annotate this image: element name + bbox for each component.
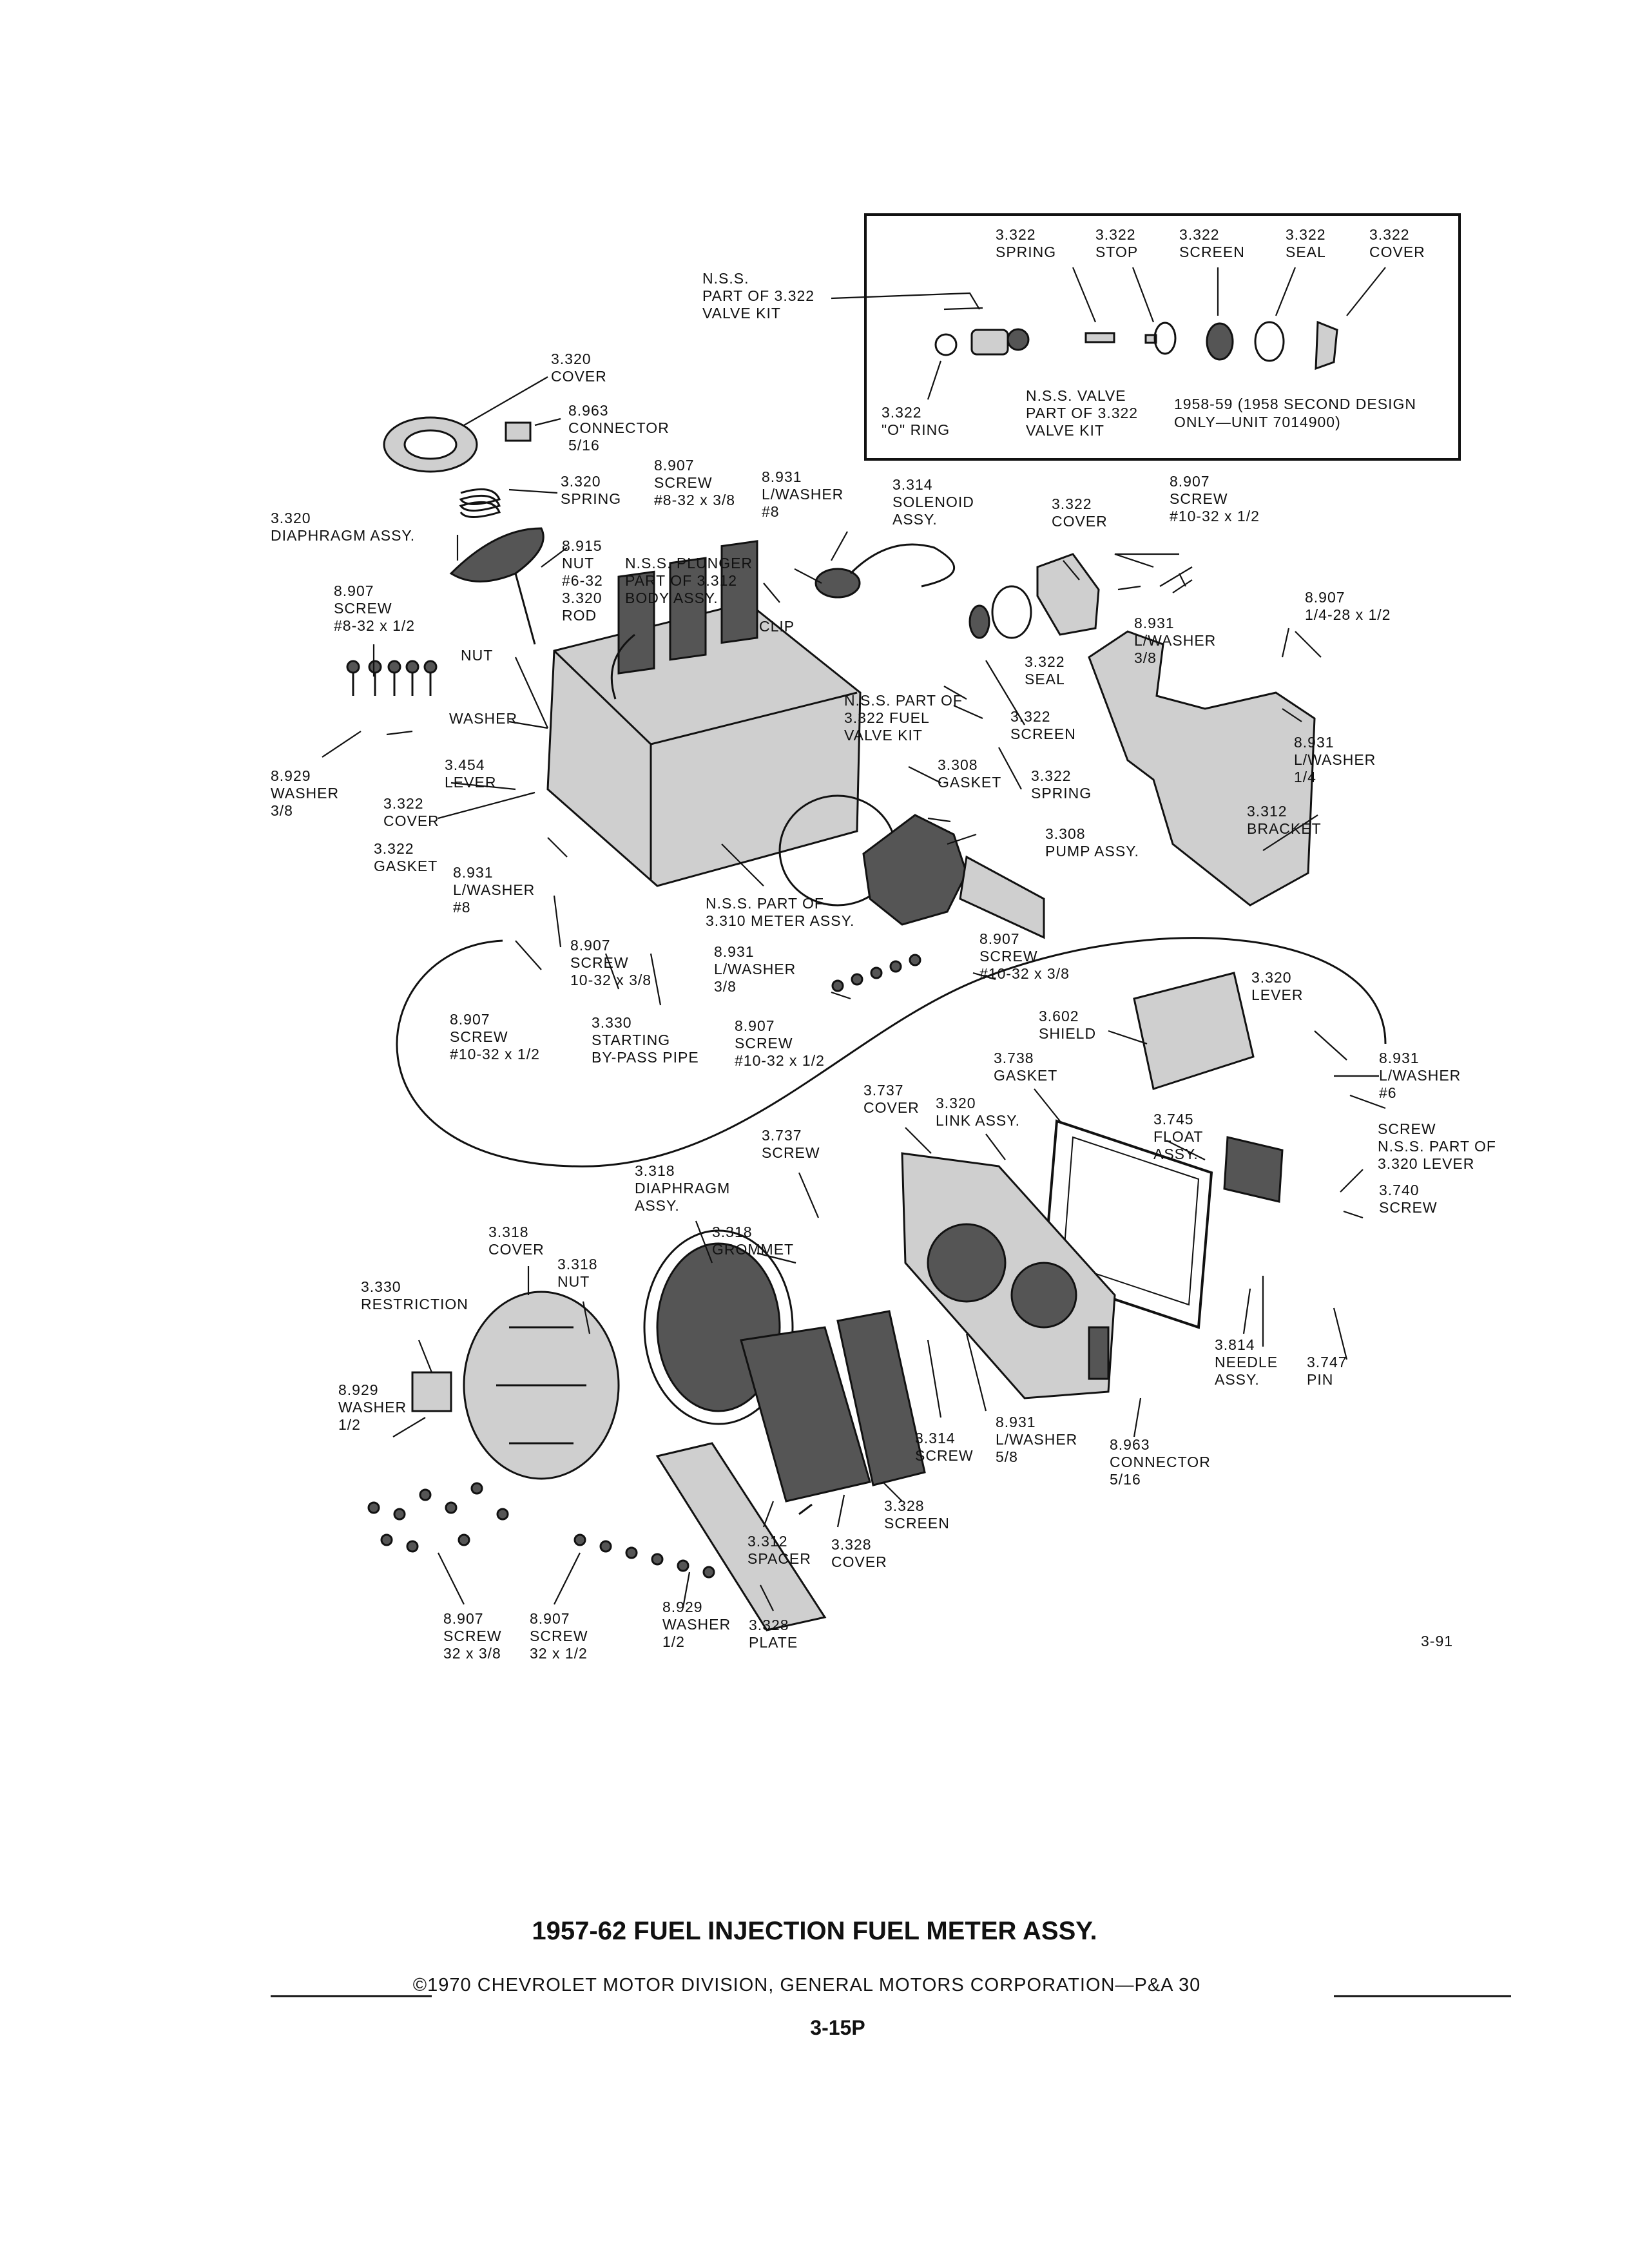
leader-lines (322, 267, 1386, 1611)
callout-c24: NUT (461, 647, 493, 664)
page-code: 3-15P (810, 2016, 865, 2039)
callout-c25: WASHER (449, 710, 517, 727)
page-title: 1957-62 FUEL INJECTION FUEL METER ASSY. (532, 1917, 1097, 1945)
callout-c07: 3.322"O" RING (882, 404, 950, 438)
inset-note: 1958-59 (1958 SECOND DESIGN ONLY—UNIT 70… (1174, 396, 1421, 430)
copyright-line: ©1970 CHEVROLET MOTOR DIVISION, GENERAL … (413, 1975, 1200, 1995)
part-graphics (346, 320, 1387, 1631)
callout-c18: CLIP (759, 618, 795, 635)
figure-number: 3-91 (1421, 1633, 1453, 1649)
inset-box (864, 213, 1461, 461)
